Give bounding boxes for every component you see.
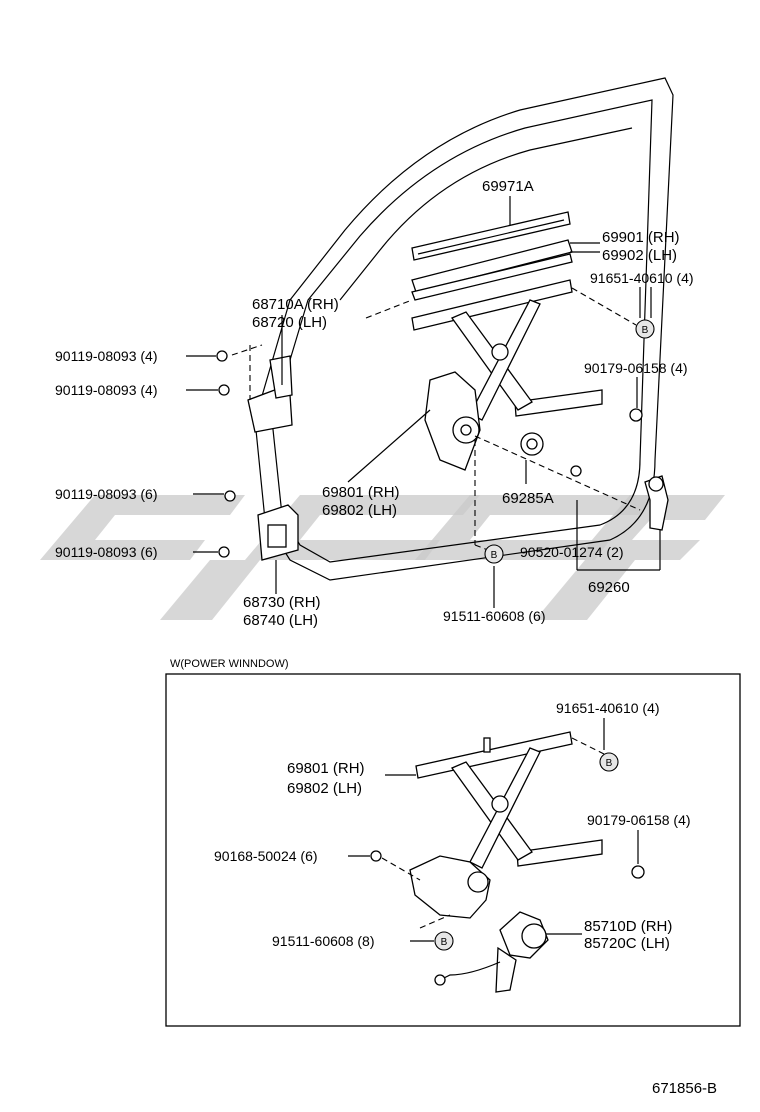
power-window-regulator (415, 731, 603, 869)
label-91511-inset: 91511-60608 (8) (272, 933, 374, 949)
svg-text:B: B (642, 325, 649, 336)
glass-run-channel (411, 211, 571, 261)
watermark-logo (40, 495, 725, 620)
callout-b-inset-left: B (434, 931, 454, 951)
inset-frame (165, 673, 741, 1027)
callout-b-top-bottom: B (484, 544, 504, 564)
label-69802-lh-top: 69802 (LH) (322, 502, 397, 519)
label-69902-lh: 69902 (LH) (602, 247, 677, 264)
label-90179-inset: 90179-06158 (4) (587, 812, 691, 828)
label-85720c-lh: 85720C (LH) (584, 935, 670, 952)
label-90119-c: 90119-08093 (6) (55, 486, 157, 502)
label-91651-top: 91651-40610 (4) (590, 270, 694, 286)
label-68730-rh: 68730 (RH) (243, 594, 321, 611)
callout-b-inset-right: B (599, 752, 619, 772)
callout-b-top-right: B (635, 319, 655, 339)
escutcheon-ring (520, 432, 544, 456)
label-69801-rh-inset: 69801 (RH) (287, 760, 365, 777)
power-window-motor (434, 911, 549, 993)
label-69801-rh-top: 69801 (RH) (322, 484, 400, 501)
label-69285a: 69285A (502, 490, 554, 507)
inset-caption: W(POWER WINNDOW) (170, 658, 289, 670)
bolts-top (216, 350, 643, 558)
label-90119-a: 90119-08093 (4) (55, 348, 157, 364)
label-91651-inset: 91651-40610 (4) (556, 700, 660, 716)
lower-hinge (257, 504, 299, 561)
upper-hinge (247, 355, 293, 433)
label-69971a: 69971A (482, 178, 534, 195)
label-85710d-rh: 85710D (RH) (584, 918, 672, 935)
bolts-inset (370, 850, 645, 879)
label-68710a-rh: 68710A (RH) (252, 296, 339, 313)
label-90119-b: 90119-08093 (4) (55, 382, 157, 398)
door-frame (254, 77, 674, 581)
manual-regulator-mechanism (424, 371, 481, 471)
label-90520: 90520-01274 (2) (520, 544, 624, 560)
label-68720-lh: 68720 (LH) (252, 314, 327, 331)
leader-lines-inset (348, 718, 639, 942)
label-69802-lh-inset: 69802 (LH) (287, 780, 362, 797)
regulator-gear-plate (409, 855, 491, 919)
svg-text:B: B (491, 550, 498, 561)
label-90119-d: 90119-08093 (6) (55, 544, 157, 560)
label-69260: 69260 (588, 579, 630, 596)
drawing-number: 671856-B (652, 1080, 717, 1097)
svg-text:B: B (606, 758, 613, 769)
window-crank-handle (644, 475, 669, 531)
leader-lines-top (186, 196, 661, 608)
svg-text:B: B (441, 937, 448, 948)
label-90179-top: 90179-06158 (4) (584, 360, 688, 376)
label-69901-rh: 69901 (RH) (602, 229, 680, 246)
window-channel-rail (411, 239, 573, 301)
label-91511-top: 91511-60608 (6) (443, 608, 545, 624)
label-68740-lh: 68740 (LH) (243, 612, 318, 629)
window-regulator (411, 279, 603, 421)
label-90168: 90168-50024 (6) (214, 848, 318, 864)
